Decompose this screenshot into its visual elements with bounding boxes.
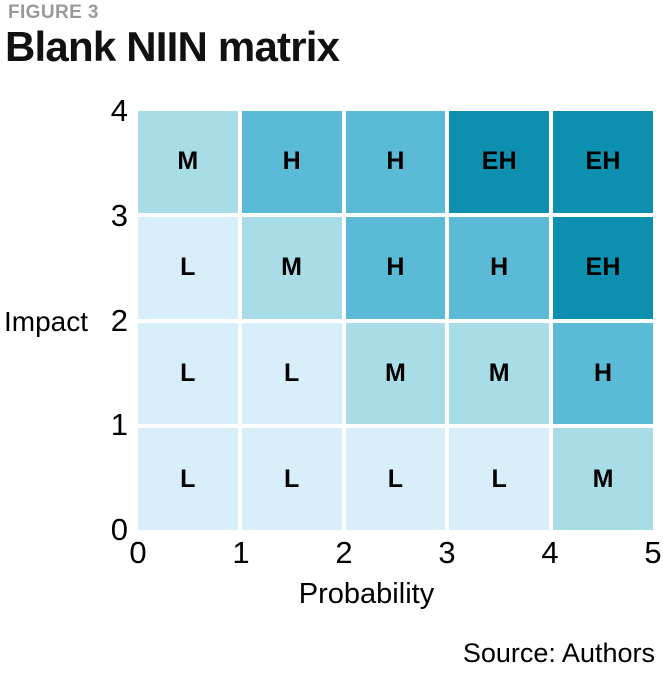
x-axis-title: Probability xyxy=(0,578,663,611)
matrix-cell: M xyxy=(241,216,342,319)
matrix-cell: H xyxy=(553,322,653,425)
x-axis-tick-label: 4 xyxy=(541,535,559,570)
source-note: Source: Authors xyxy=(462,638,655,668)
figure-label: FIGURE 3 xyxy=(8,2,99,23)
x-axis-tick-label: 5 xyxy=(644,535,662,570)
matrix-cell: H xyxy=(449,216,550,319)
matrix-cell: L xyxy=(345,428,446,530)
x-axis-tick-label: 1 xyxy=(232,535,250,570)
matrix-cell: EH xyxy=(553,111,653,213)
y-axis-tick-label: 0 xyxy=(110,512,128,547)
x-axis-title-text: Probability xyxy=(298,578,435,610)
y-axis-tick-label: 1 xyxy=(110,407,128,443)
matrix-cell: L xyxy=(138,216,238,319)
y-axis-tick-label: 3 xyxy=(110,197,128,233)
matrix-cell: M xyxy=(345,322,446,425)
matrix-cell: H xyxy=(345,216,446,319)
matrix-cell: M xyxy=(553,428,653,530)
y-axis-ticks: 0 1 2 3 4 xyxy=(76,0,128,673)
matrix-cell: EH xyxy=(553,216,653,319)
matrix-cell: L xyxy=(241,428,342,530)
y-axis-title: Impact xyxy=(4,306,89,337)
matrix-cell: M xyxy=(449,322,550,425)
y-axis-tick-label: 2 xyxy=(110,302,128,338)
matrix-cell: L xyxy=(138,322,238,425)
x-axis-tick-label: 2 xyxy=(335,535,353,570)
x-axis-tick-label: 0 xyxy=(129,535,147,570)
y-axis-tick-label: 4 xyxy=(110,93,128,128)
matrix-cell: M xyxy=(138,111,238,213)
x-axis-tick-label: 3 xyxy=(438,535,456,570)
matrix-cell: H xyxy=(345,111,446,213)
matrix-cell: L xyxy=(138,428,238,530)
matrix-cell: H xyxy=(241,111,342,213)
matrix-cell: EH xyxy=(449,111,550,213)
matrix-cell: L xyxy=(449,428,550,530)
x-axis-ticks: 0 1 2 3 4 5 xyxy=(0,537,663,577)
matrix-cell: L xyxy=(241,322,342,425)
page-title: Blank NIIN matrix xyxy=(5,23,340,70)
